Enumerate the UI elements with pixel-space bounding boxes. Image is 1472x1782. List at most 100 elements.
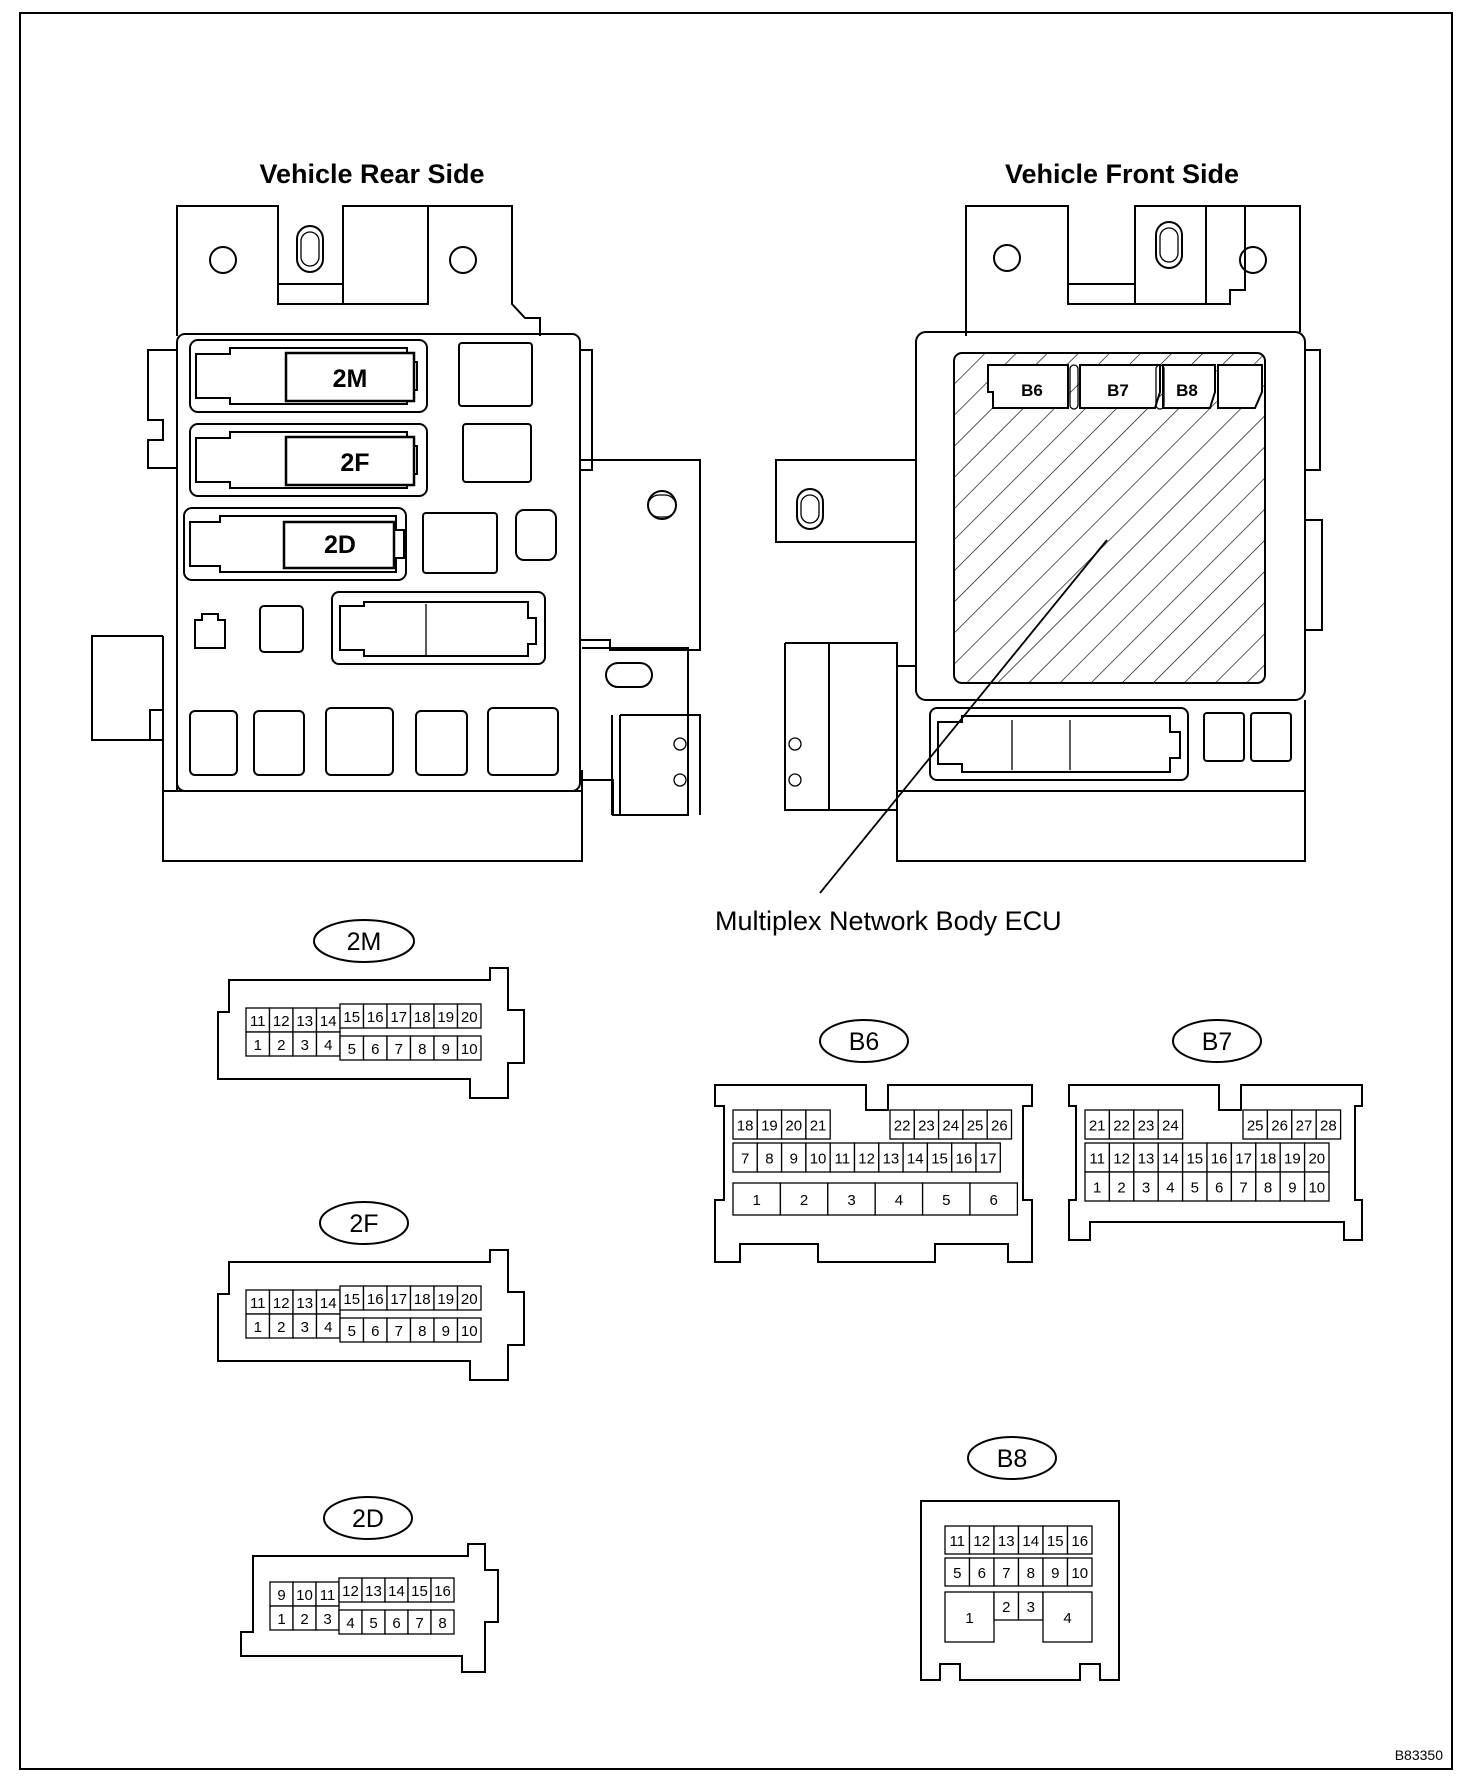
mount-hole — [449, 246, 477, 274]
connector-B7-pin-8: 8 — [1264, 1180, 1272, 1197]
pin-cell — [456, 1317, 482, 1343]
connector-B7-pin-20: 20 — [1308, 1151, 1325, 1168]
connector-B7-pin-14: 14 — [1162, 1151, 1179, 1168]
connector-B7-pin-16: 16 — [1211, 1151, 1228, 1168]
connector-2D-pin-13: 13 — [365, 1583, 382, 1600]
connector-B6-pin-6: 6 — [990, 1192, 998, 1209]
pin-cell — [780, 1109, 807, 1140]
connector-B6-pin-16: 16 — [956, 1151, 973, 1168]
connector-2F-pin-11: 11 — [250, 1295, 266, 1312]
connector-B7-pin-3: 3 — [1142, 1180, 1150, 1197]
pin-cell — [913, 1109, 940, 1140]
connector-B7-pin-13: 13 — [1138, 1151, 1155, 1168]
connector-B6-pin-7: 7 — [741, 1151, 749, 1168]
connector-2D-pin-8: 8 — [438, 1615, 446, 1632]
connector-B8-pin-10: 10 — [1071, 1565, 1088, 1582]
connector-2D-pin-11: 11 — [320, 1587, 336, 1604]
connector-2D-pin-4: 4 — [346, 1615, 354, 1632]
pin-cell — [975, 1142, 1001, 1173]
connector-B6-name: B6 — [849, 1028, 880, 1056]
connector-2F-pin-17: 17 — [390, 1291, 407, 1308]
connector-2M-pin-2: 2 — [277, 1037, 285, 1054]
connector-2F-pin-13: 13 — [296, 1295, 313, 1312]
pin-cell — [1108, 1109, 1135, 1140]
pin-cell — [1042, 1525, 1069, 1555]
ecu-connector-B6-label: B6 — [1021, 381, 1043, 400]
pin-cell — [1181, 1171, 1208, 1202]
connector-2M-pin-11: 11 — [250, 1013, 266, 1030]
pin-cell — [829, 1142, 856, 1173]
connector-2F-name: 2F — [349, 1210, 378, 1238]
connector-2D-pin-14: 14 — [388, 1583, 405, 1600]
connector-2M-pin-18: 18 — [414, 1009, 431, 1026]
connector-B8-name: B8 — [997, 1445, 1028, 1473]
connector-2M-pin-7: 7 — [395, 1041, 403, 1058]
pin-cell — [969, 1182, 1019, 1216]
connector-2F-pin-5: 5 — [348, 1323, 356, 1340]
connector-B8-pin-15: 15 — [1047, 1533, 1064, 1550]
pin-cell — [779, 1182, 829, 1216]
connector-2M-pin-16: 16 — [367, 1009, 384, 1026]
connector-B7-pin-24: 24 — [1162, 1118, 1179, 1135]
pin-cell — [456, 1035, 482, 1061]
pin-cell — [1157, 1109, 1184, 1140]
pin-cell — [1066, 1557, 1093, 1587]
ecu-connector-B7-label: B7 — [1107, 381, 1129, 400]
connector-B7-pin-11: 11 — [1089, 1151, 1105, 1168]
connector-B7-pin-28: 28 — [1320, 1118, 1337, 1135]
slot-hole — [296, 225, 324, 273]
connector-B6-pin-19: 19 — [761, 1118, 778, 1135]
connector-2M-pin-15: 15 — [343, 1009, 360, 1026]
rear-side-heading: Vehicle Rear Side — [259, 159, 484, 189]
connector-B7-pin-21: 21 — [1089, 1118, 1106, 1135]
connector-2D-pin-15: 15 — [411, 1583, 428, 1600]
connector-2F-pin-2: 2 — [277, 1319, 285, 1336]
connector-B6-pin-1: 1 — [753, 1192, 761, 1209]
connector-2F-pin-20: 20 — [461, 1291, 478, 1308]
rear-junction-block: 2M 2F 2D — [91, 205, 701, 862]
connector-2F-pin-8: 8 — [418, 1323, 426, 1340]
connector-B8-pin-1: 1 — [965, 1610, 973, 1627]
pin-cell — [1042, 1591, 1093, 1643]
pin-cell — [1315, 1109, 1342, 1140]
fuse-2D-label: 2D — [324, 531, 356, 559]
connector-B7-pin-25: 25 — [1247, 1118, 1264, 1135]
connector-2F-pin-4: 4 — [324, 1319, 332, 1336]
pin-cell — [1206, 1171, 1233, 1202]
connector-B7-pin-2: 2 — [1117, 1180, 1125, 1197]
connector-B6-pin-15: 15 — [931, 1151, 948, 1168]
pin-cell — [878, 1142, 904, 1173]
pin-cell — [951, 1142, 977, 1173]
pin-cell — [993, 1557, 1020, 1587]
figure-frame — [19, 12, 1453, 1770]
connector-B6-pin-18: 18 — [737, 1118, 754, 1135]
connector-2M-pin-1: 1 — [254, 1037, 262, 1054]
connector-2F-pin-3: 3 — [301, 1319, 309, 1336]
pin-cell — [1242, 1109, 1269, 1140]
connector-2M-pin-10: 10 — [461, 1041, 478, 1058]
pin-cell — [1255, 1171, 1281, 1202]
connector-B7-pin-19: 19 — [1284, 1151, 1301, 1168]
connector-B7-pin-9: 9 — [1288, 1180, 1296, 1197]
pin-cell — [756, 1142, 783, 1173]
connector-2M-name: 2M — [347, 928, 382, 956]
connector-B8-pin-9: 9 — [1051, 1565, 1059, 1582]
connector-B6-pin-17: 17 — [980, 1151, 997, 1168]
pin-cell — [732, 1142, 758, 1173]
connector-2D-pin-7: 7 — [415, 1615, 423, 1632]
connector-B8-pin-12: 12 — [973, 1533, 990, 1550]
connector-B6-pin-23: 23 — [918, 1118, 935, 1135]
connector-B6-pin-2: 2 — [800, 1192, 808, 1209]
connector-2D-pin-6: 6 — [392, 1615, 400, 1632]
pin-cell — [889, 1109, 915, 1140]
pin-cell — [1017, 1525, 1044, 1555]
connector-B7-pin-12: 12 — [1113, 1151, 1130, 1168]
connector-B7-pin-26: 26 — [1271, 1118, 1288, 1135]
pin-cell — [456, 1285, 482, 1311]
connector-B6-pin-24: 24 — [942, 1118, 959, 1135]
connector-2D-pin-12: 12 — [342, 1583, 359, 1600]
connector-2F-pin-10: 10 — [461, 1323, 478, 1340]
connector-B7-pin-17: 17 — [1235, 1151, 1252, 1168]
